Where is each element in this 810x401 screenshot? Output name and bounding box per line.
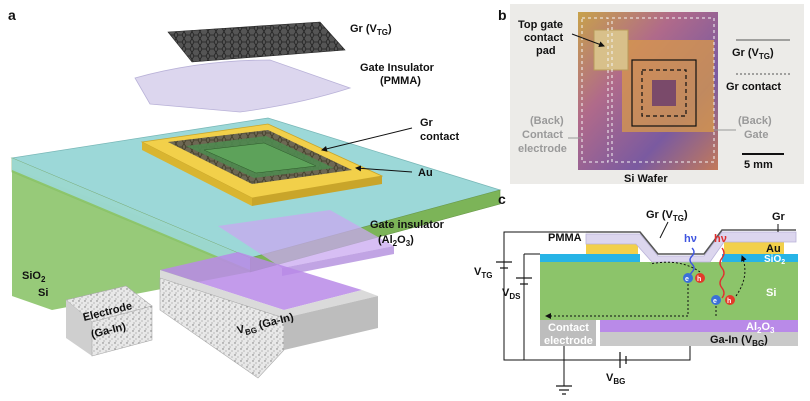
wire-bottom bbox=[564, 346, 691, 361]
electron-2 bbox=[711, 295, 721, 305]
sio2-left bbox=[540, 254, 640, 262]
pmma-label-2: (PMMA) bbox=[380, 75, 421, 87]
vbg-gain-front bbox=[159, 277, 285, 379]
si-label: Si bbox=[38, 287, 48, 299]
top-gate-label-1: Top gate bbox=[518, 19, 563, 31]
gain-layer bbox=[600, 332, 798, 346]
gr-vtg-line bbox=[586, 229, 796, 255]
vtg-label: VTG bbox=[474, 266, 492, 280]
gr-contact-label-1: Gr bbox=[420, 117, 434, 129]
al2o3-label-2: (Al2O3) bbox=[378, 234, 414, 248]
gr-contact-pointer bbox=[321, 127, 413, 152]
au-c-label: Au bbox=[766, 243, 781, 255]
panel-a: a Gr (VTG) Gate Insulator (PMMA) Gr cont… bbox=[8, 7, 502, 379]
b-gr-contact-label: Gr contact bbox=[726, 81, 781, 93]
scale-label: 5 mm bbox=[744, 159, 773, 171]
hv-red-wave bbox=[719, 247, 725, 299]
carrier-path-2 bbox=[649, 261, 701, 273]
top-gate-label-3: pad bbox=[536, 45, 556, 57]
back-gate-label-1: (Back) bbox=[738, 115, 772, 127]
panel-a-label: a bbox=[8, 7, 16, 23]
top-gate-pad bbox=[593, 29, 629, 71]
back-gate-label-2: Gate bbox=[744, 129, 768, 141]
panel-c: c VTG VDS VBG Ga-In (VBG) Al2O3 Contact … bbox=[474, 191, 798, 395]
gr-contact-solid-box bbox=[631, 59, 697, 127]
hole-2-label: h bbox=[727, 298, 731, 305]
wire-top-left bbox=[503, 231, 640, 361]
vds-label: VDS bbox=[502, 287, 521, 301]
hole-2 bbox=[725, 295, 735, 305]
vbg-purple-top bbox=[160, 252, 362, 310]
sio2-right bbox=[722, 254, 798, 262]
hv-blue-label: hν bbox=[684, 233, 697, 245]
gain-label: Ga-In (VBG) bbox=[710, 334, 768, 348]
au-right bbox=[724, 242, 784, 254]
back-contact-dashed bbox=[581, 17, 609, 163]
hole-1-label: h bbox=[697, 276, 701, 283]
hv-red-label: hν bbox=[714, 233, 727, 245]
gr-vtg-pointer bbox=[659, 221, 669, 239]
pmma-label-1: Gate Insulator bbox=[360, 62, 435, 74]
pmma-c-label: PMMA bbox=[548, 232, 582, 244]
contact-label-2: electrode bbox=[544, 335, 593, 347]
au-label: Au bbox=[418, 167, 433, 179]
sio2-label: SiO2 bbox=[22, 270, 46, 284]
back-contact-label-1: (Back) bbox=[530, 115, 564, 127]
wafer-label: Si Wafer bbox=[624, 173, 668, 185]
gr-vtg-label: Gr (VTG) bbox=[350, 23, 392, 37]
back-contact-label-3: electrode bbox=[518, 143, 567, 155]
au-frame-side bbox=[142, 142, 252, 206]
vbg-c-label: VBG bbox=[606, 372, 625, 386]
panel-b-label: b bbox=[498, 7, 507, 23]
panel-b: b Top gate contact pad Gr (VTG) Gr conta… bbox=[498, 4, 804, 185]
panel-c-label: c bbox=[498, 191, 506, 207]
electron-1 bbox=[683, 273, 693, 283]
vbg-gain-top bbox=[160, 270, 378, 318]
gr-contact-label-2: contact bbox=[420, 131, 459, 143]
c-gr-label: Gr bbox=[772, 211, 786, 223]
back-gate-dashed bbox=[611, 17, 715, 163]
graphene-top-sheet bbox=[167, 21, 346, 63]
electron-2-label: e bbox=[713, 298, 717, 305]
back-contact-label-2: Contact bbox=[522, 129, 563, 141]
al2o3-label-1: Gate insulator bbox=[370, 219, 445, 231]
al2o3-c-label: Al2O3 bbox=[746, 321, 775, 335]
si-layer bbox=[540, 262, 798, 320]
electrode-gain-front bbox=[66, 300, 92, 356]
carrier-path-1 bbox=[545, 284, 689, 319]
electron-1-label: e bbox=[685, 276, 689, 283]
au-left bbox=[586, 244, 638, 254]
top-gate-label-2: contact bbox=[524, 32, 563, 44]
electrode-gain-face bbox=[91, 305, 153, 357]
contact-electrode bbox=[540, 320, 596, 346]
al2o3-sheet-side bbox=[282, 246, 394, 276]
al2o3-layer bbox=[600, 320, 798, 332]
pmma-sheet bbox=[134, 59, 352, 113]
gr-vtg-dashed-box bbox=[641, 69, 687, 117]
pmma-layer bbox=[585, 231, 797, 263]
au-pointer bbox=[355, 165, 413, 173]
c-gr-vtg-label: Gr (VTG) bbox=[646, 209, 688, 223]
channel-square bbox=[652, 80, 676, 106]
graphene-channel-inner bbox=[203, 142, 317, 174]
vbg-gain-side bbox=[284, 296, 378, 350]
al2o3-sheet bbox=[218, 210, 394, 268]
top-gate-pointer bbox=[571, 33, 605, 48]
hole-1 bbox=[695, 273, 705, 283]
sio2-front bbox=[12, 158, 250, 270]
b-gr-vtg-label: Gr (VTG) bbox=[732, 47, 774, 61]
sio2-c-label: SiO2 bbox=[764, 254, 785, 266]
si-c-label: Si bbox=[766, 287, 776, 299]
carrier-path-3 bbox=[735, 255, 747, 297]
au-frame-side-right bbox=[252, 176, 382, 206]
contact-label-1: Contact bbox=[548, 322, 589, 334]
